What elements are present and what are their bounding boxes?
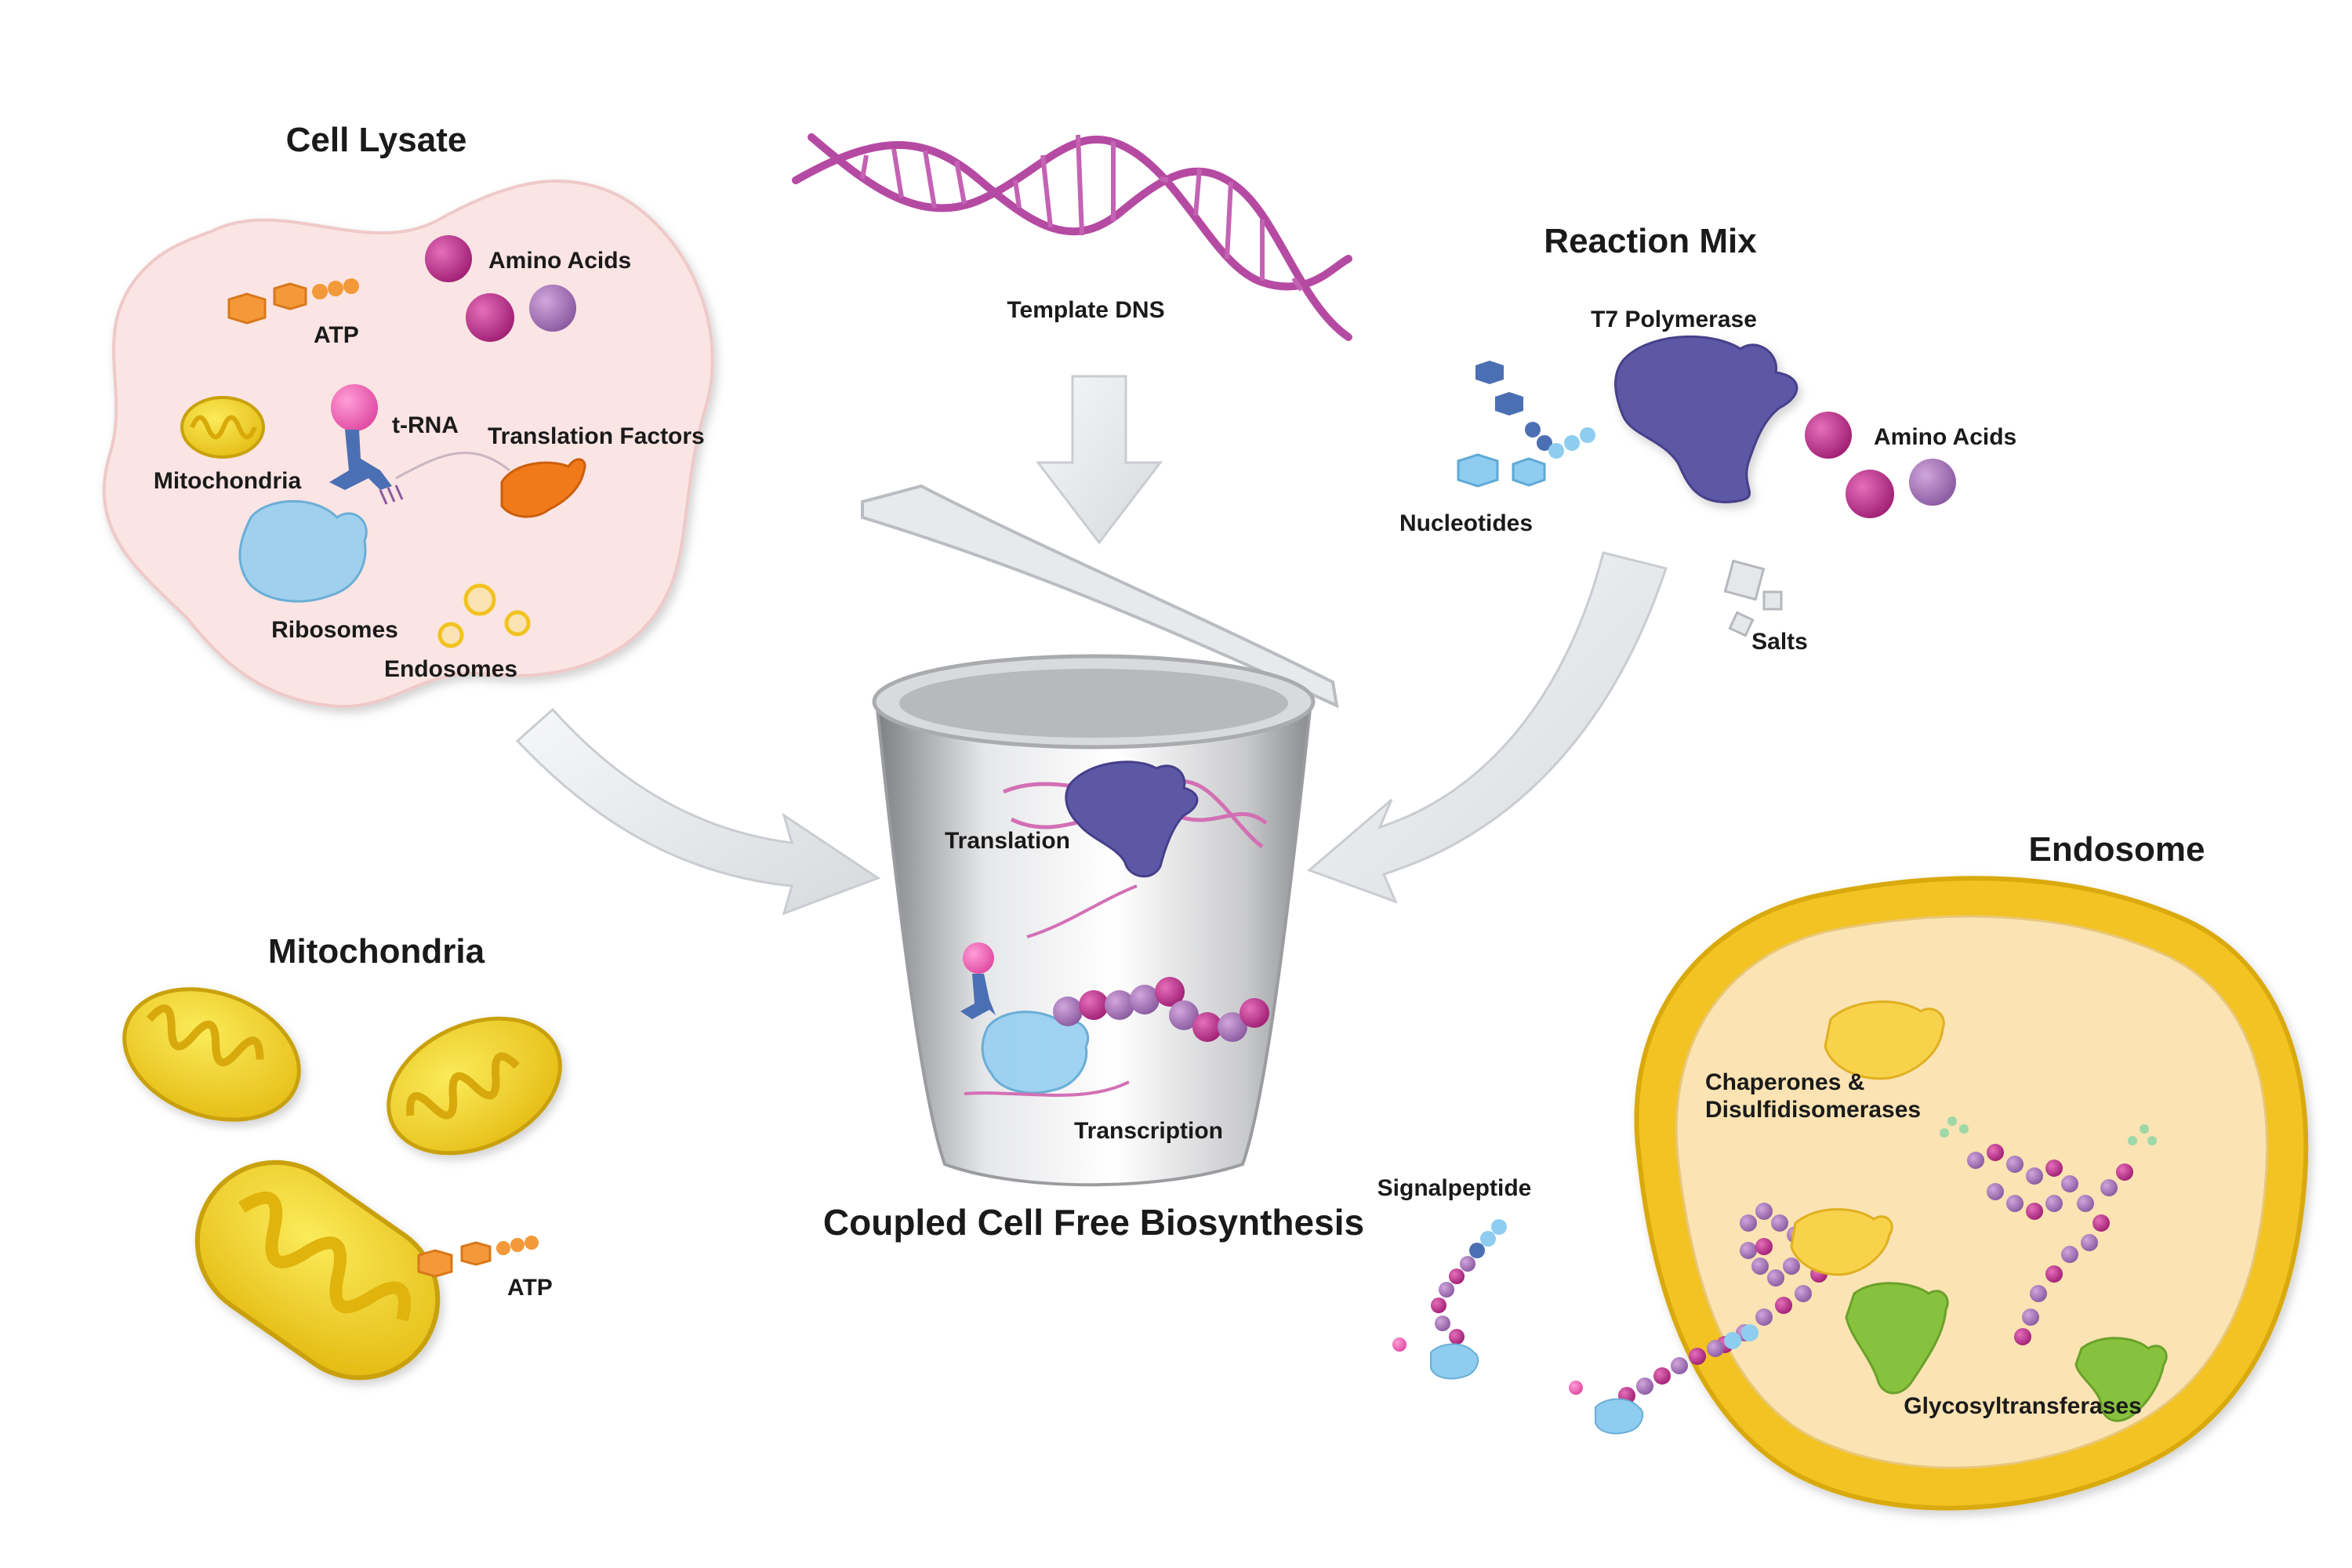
endosome-group: Endosome Chaperones & Disulfidisomerases bbox=[1377, 830, 2309, 1511]
mitochondria-label: Mitochondria bbox=[154, 468, 302, 494]
chaperones-label-line1: Chaperones & bbox=[1705, 1069, 1864, 1095]
template-arrow-icon bbox=[1035, 375, 1163, 545]
template-dns-label: Template DNS bbox=[1007, 297, 1164, 323]
amino-acid-icon bbox=[529, 285, 576, 332]
cell-lysate-title: Cell Lysate bbox=[286, 121, 467, 159]
endosome-title: Endosome bbox=[2029, 830, 2205, 869]
atp-label: ATP bbox=[507, 1275, 553, 1301]
mitochondrion-icon bbox=[180, 396, 265, 459]
salts-label: Salts bbox=[1751, 629, 1808, 655]
mitochondrion-icon bbox=[387, 1016, 562, 1156]
glycosyltransferases-label: Glycosyltransferases bbox=[1904, 1393, 2142, 1419]
peptide-chain-icon bbox=[1053, 977, 1269, 1042]
amino-acid-icon bbox=[1909, 459, 1956, 506]
glycosyltransferase-icon bbox=[2074, 1337, 2168, 1422]
diagram-caption: Coupled Cell Free Biosynthesis bbox=[823, 1202, 1364, 1243]
mitochondrion-large-icon bbox=[194, 1160, 441, 1381]
cup-lid bbox=[861, 484, 1339, 709]
nucleotides-label: Nucleotides bbox=[1399, 510, 1533, 536]
trna-icon bbox=[329, 384, 404, 505]
translation-factor-icon bbox=[500, 458, 586, 518]
amino-acids-label: Amino Acids bbox=[1874, 424, 2016, 450]
mitochondria-group: Mitochondria ATP bbox=[122, 932, 562, 1381]
chaperones-label-line2: Disulfidisomerases bbox=[1705, 1097, 1921, 1123]
ribosomes-label: Ribosomes bbox=[271, 617, 398, 643]
atp-molecule-icon bbox=[417, 1236, 539, 1278]
mitochondrion-icon bbox=[122, 987, 301, 1122]
amino-acid-icon bbox=[466, 293, 514, 342]
amino-acid-icon bbox=[1846, 470, 1894, 518]
dna-strand-b bbox=[808, 133, 1352, 291]
cell-lysate-group: Cell Lysate ATP Amino Acids Mitochondria… bbox=[102, 121, 714, 709]
translation-factors-label: Translation Factors bbox=[488, 423, 705, 449]
cup-opening bbox=[899, 669, 1288, 738]
endosome-small-icon bbox=[437, 583, 531, 648]
translation-label: Translation bbox=[945, 828, 1070, 854]
chaperone-icon bbox=[1824, 1000, 1945, 1080]
ribosome-small-icon bbox=[1392, 1338, 1479, 1380]
glycan-icon bbox=[1940, 1116, 2157, 1145]
atp-label: ATP bbox=[314, 322, 359, 348]
amino-acid-icon bbox=[425, 235, 472, 282]
signalpeptide-chain-icon bbox=[1431, 1219, 1507, 1345]
signalpeptide-label: Signalpeptide bbox=[1377, 1175, 1532, 1201]
chaperone-icon bbox=[1790, 1208, 1893, 1276]
endosomes-label: Endosomes bbox=[384, 656, 517, 682]
reaction-cup-group: Translation Transcription bbox=[861, 484, 1339, 1187]
reaction-mix-group: Reaction Mix T7 Polymerase Nucleotides A… bbox=[1307, 222, 2016, 904]
dna-base-pairs bbox=[860, 134, 1304, 292]
t7-polymerase-icon bbox=[1614, 335, 1798, 503]
protein-folded-icon bbox=[1967, 1144, 2133, 1345]
reaction-mix-title: Reaction Mix bbox=[1544, 222, 1757, 260]
endosome-lumen bbox=[1675, 915, 2269, 1469]
cell-lysate-arrow-icon bbox=[515, 707, 881, 916]
amino-acids-label: Amino Acids bbox=[488, 248, 631, 274]
translation-scene bbox=[1003, 760, 1268, 938]
dna-strand-a bbox=[792, 141, 1352, 341]
glycosyltransferase-icon bbox=[1845, 1282, 1949, 1395]
template-dna-group: Template DNS bbox=[792, 133, 1352, 545]
trna-label: t-RNA bbox=[392, 412, 459, 438]
nucleotides-icon bbox=[1457, 361, 1595, 488]
mitochondria-title: Mitochondria bbox=[268, 932, 485, 971]
transcription-label: Transcription bbox=[1074, 1118, 1223, 1144]
amino-acid-icon bbox=[1805, 412, 1852, 459]
t7-polymerase-label: T7 Polymerase bbox=[1591, 307, 1757, 332]
reaction-mix-arrow-icon bbox=[1307, 551, 1668, 904]
transcription-scene bbox=[960, 942, 1269, 1097]
ribosome-icon bbox=[238, 499, 368, 603]
ribosome-small-icon bbox=[1569, 1381, 1644, 1435]
salts-icon bbox=[1723, 559, 1783, 637]
atp-molecule-icon bbox=[227, 278, 359, 325]
